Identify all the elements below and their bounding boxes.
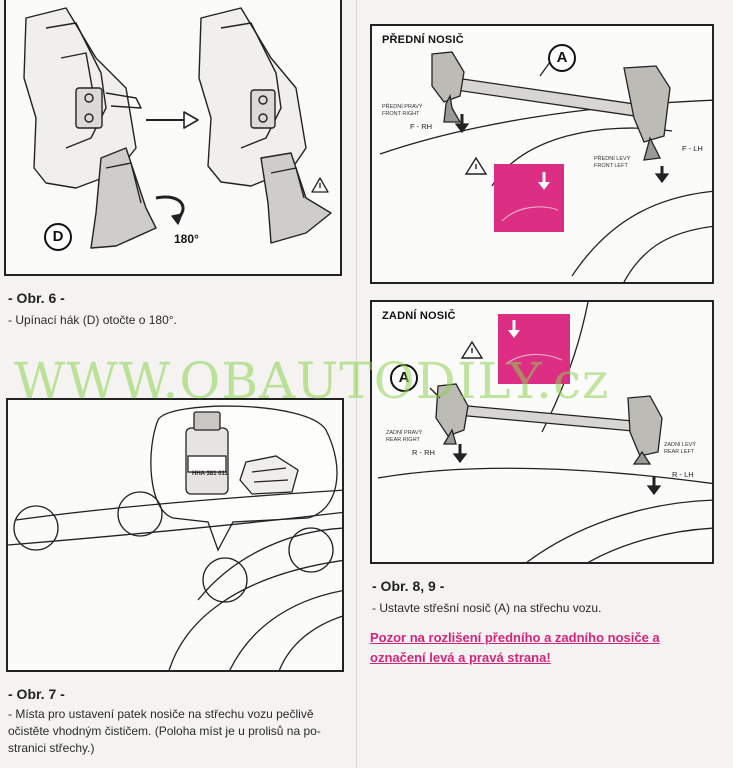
fig8-callout-a: A [548,44,576,72]
figure-7-illustration [8,405,342,670]
figure-9-illustration [377,302,712,562]
fig9-callout-a: A [390,364,418,392]
warning-line-1: Pozor na rozlišení předního a zadního no… [370,630,660,645]
fig8-right-label: PŘEDNÍ PRAVÝ FRONT RIGHT [382,104,423,117]
fig8-left-label: PŘEDNÍ LEVÝ FRONT LEFT [594,156,630,169]
fig8-right-code: F - RH [410,122,433,131]
figure-6-illustration [23,7,332,249]
figure-8-panel: PŘEDNÍ NOSIČ A PŘEDNÍ PRAVÝ FRONT RIGHT … [370,24,714,284]
fig9-right-code: R - RH [412,448,435,457]
fig9-right-label-cz: ZADNÍ PRAVÝ [386,430,423,436]
fig89-caption-title: - Obr. 8, 9 - [372,578,445,594]
fig9-left-label-cz: ZADNÍ LEVÝ [664,442,697,448]
fig7-caption-title: - Obr. 7 - [8,686,65,702]
warning-line-2: označení levá a pravá strana! [370,650,551,665]
fig8-right-label-cz: PŘEDNÍ PRAVÝ [382,104,423,110]
fig8-left-code: F - LH [682,144,703,153]
fig8-left-label-cz: PŘEDNÍ LEVÝ [594,156,631,162]
figure-7-panel: HHA 381 011 [6,398,344,672]
fig7-caption-line: - Místa pro ustavení patek nosiče na stř… [8,707,314,721]
fig7-caption-line: stranici střechy.) [8,741,95,755]
fig8-right-label-en: FRONT RIGHT [382,110,420,117]
fig9-heading: ZADNÍ NOSIČ [382,310,456,322]
warning-note: Pozor na rozlišení předního a zadního no… [370,628,720,668]
fig9-left-label: ZADNÍ LEVÝ REAR LEFT [664,442,696,455]
fig89-caption-text: - Ustavte střešní nosič (A) na střechu v… [372,601,602,615]
column-divider [356,0,357,768]
fig7-caption-line: očistěte vhodným čističem. (Poloha míst … [8,724,321,738]
bottle-label: HHA 381 011 [192,471,228,477]
fig8-heading: PŘEDNÍ NOSIČ [382,34,464,46]
figure-8-illustration [379,51,712,282]
fig9-right-label: ZADNÍ PRAVÝ REAR RIGHT [386,430,422,443]
fig9-right-label-en: REAR RIGHT [386,436,420,443]
fig9-left-label-en: REAR LEFT [664,448,695,455]
callout-d: D [44,223,72,251]
fig7-caption-text: - Místa pro ustavení patek nosiče na stř… [8,706,348,757]
figure-9-panel: ZADNÍ NOSIČ A ZADNÍ PRAVÝ REAR RIGHT R -… [370,300,714,564]
fig6-caption-text: - Upínací hák (D) otočte o 180°. [8,313,177,327]
rotation-label: 180° [174,232,199,246]
figure-6-panel: D 180° [4,0,342,276]
fig6-caption-title: - Obr. 6 - [8,290,65,306]
fig9-left-code: R - LH [672,470,694,479]
fig8-left-label-en: FRONT LEFT [594,162,628,169]
